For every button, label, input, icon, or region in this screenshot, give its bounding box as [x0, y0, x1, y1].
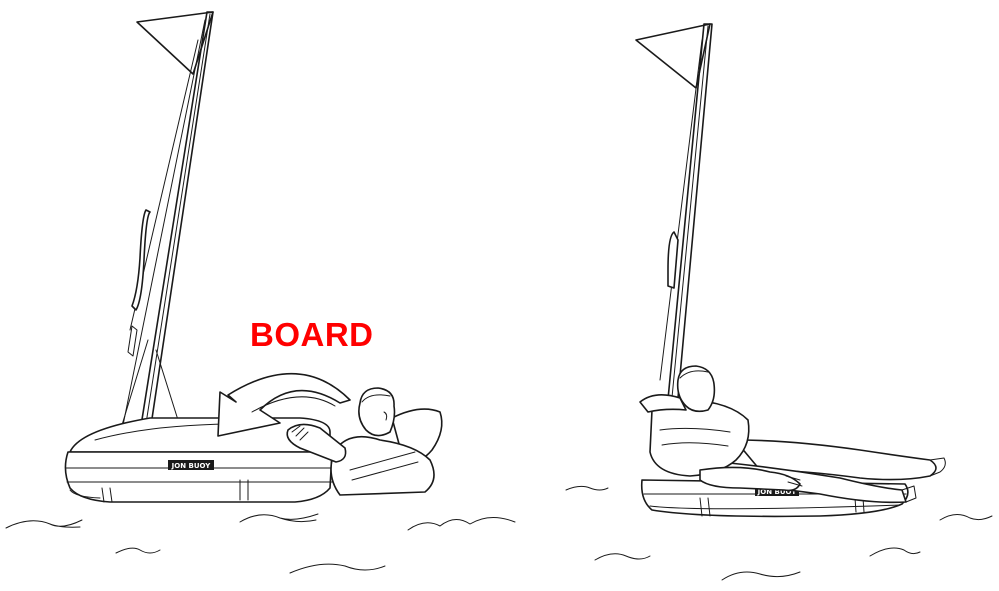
raft-label-plate-left	[168, 460, 214, 470]
mast-right	[659, 23, 713, 421]
raft-label-right: JON BUOY	[757, 488, 798, 496]
waves-right	[565, 485, 993, 581]
flag-right	[635, 23, 711, 89]
raft-label-left: JON BUOY	[171, 462, 212, 470]
left-panel: JON BUOY	[5, 11, 516, 574]
right-panel: JON BUOY	[565, 23, 993, 581]
waves-left	[5, 513, 516, 574]
person-boarding	[286, 387, 443, 496]
board-arrow	[217, 372, 351, 437]
person-seated	[639, 365, 946, 504]
mast-left	[117, 11, 214, 441]
raft-label-plate-right	[755, 486, 799, 496]
board-callout: BOARD	[250, 316, 374, 353]
